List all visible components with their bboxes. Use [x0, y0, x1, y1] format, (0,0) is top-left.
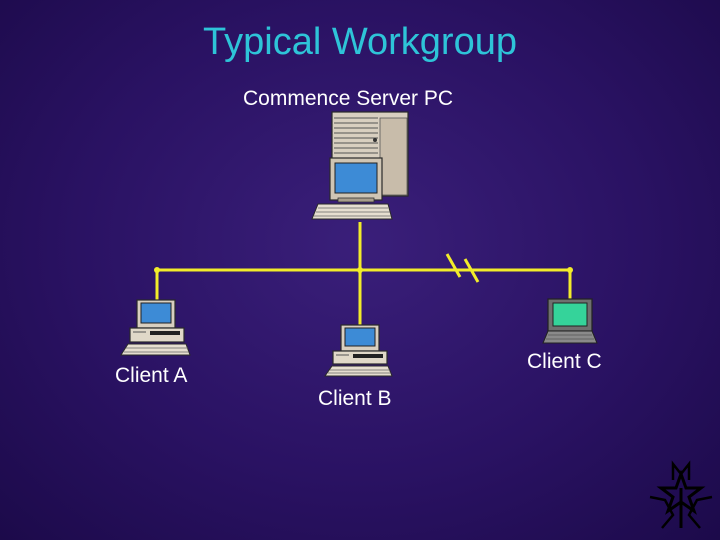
junction-dots [154, 267, 573, 273]
client-c-computer [542, 298, 598, 344]
desktop-computer-icon [120, 299, 191, 356]
tower-server-icon [311, 111, 409, 220]
desktop-computer-icon [324, 324, 393, 377]
junction-dot-c [567, 267, 573, 273]
client-c-label: Client C [527, 350, 602, 373]
broken-link-icon [445, 253, 480, 283]
laptop-computer-icon [542, 298, 598, 344]
junction-dot-b [357, 267, 363, 273]
client-b-computer [324, 324, 393, 377]
client-a-label: Client A [115, 364, 188, 387]
slide-title: Typical Workgroup [203, 21, 517, 63]
server-label: Commence Server PC [243, 87, 454, 110]
junction-dot-a [154, 267, 160, 273]
client-a-computer [120, 299, 191, 356]
network-lines [155, 222, 572, 325]
m-star-logo-icon [649, 460, 713, 529]
client-b-label: Client B [318, 387, 392, 410]
